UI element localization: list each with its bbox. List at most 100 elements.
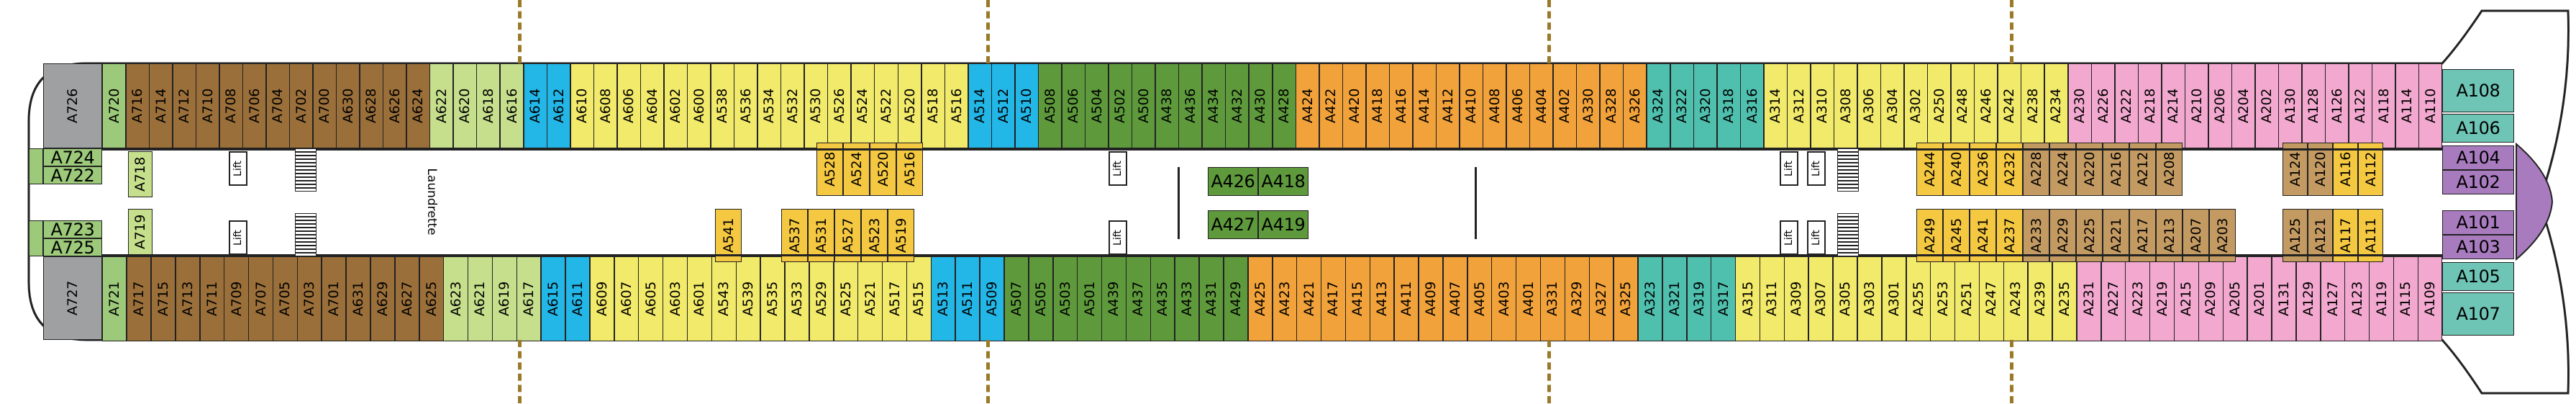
cabin-lower-a201[interactable]: A201 (2247, 256, 2272, 341)
cabin-upper-a504[interactable]: A504 (1085, 63, 1109, 148)
cabin-lower-a421[interactable]: A421 (1296, 256, 1321, 341)
cabin-upper-a622[interactable]: A622 (429, 63, 454, 148)
cabin-lower-a119[interactable]: A119 (2369, 256, 2394, 341)
cabin-a237[interactable]: A237 (1996, 209, 2023, 262)
cabin-upper-a234[interactable]: A234 (2044, 63, 2068, 148)
cabin-upper-a534[interactable]: A534 (757, 63, 781, 148)
cabin-lower-a205[interactable]: A205 (2223, 256, 2248, 341)
lift-8[interactable]: Lift (1807, 220, 1826, 255)
cabin-lower-a717[interactable]: A717 (126, 256, 152, 341)
cabin-lower-a209[interactable]: A209 (2198, 256, 2224, 341)
cabin-upper-a250[interactable]: A250 (1927, 63, 1952, 148)
cabin-upper-a238[interactable]: A238 (2021, 63, 2045, 148)
cabin-a120[interactable]: A120 (2308, 143, 2333, 196)
cabin-upper-a432[interactable]: A432 (1225, 63, 1250, 148)
cabin-upper-a514[interactable]: A514 (968, 63, 992, 148)
cabin-a229[interactable]: A229 (2049, 209, 2076, 262)
cabin-a212[interactable]: A212 (2129, 143, 2156, 196)
cabin-upper-a204[interactable]: A204 (2231, 63, 2256, 148)
cabin-upper-a248[interactable]: A248 (1950, 63, 1975, 148)
cabin-upper-a510[interactable]: A510 (1014, 63, 1039, 148)
cabin-lower-a219[interactable]: A219 (2149, 256, 2175, 341)
cabin-upper-a506[interactable]: A506 (1061, 63, 1086, 148)
cabin-lower-a433[interactable]: A433 (1174, 256, 1200, 341)
cabin-a724[interactable]: A724 (43, 148, 102, 166)
cabin-a107[interactable]: A107 (2442, 292, 2514, 336)
cabin-lower-a315[interactable]: A315 (1735, 256, 1760, 341)
cabin-a121[interactable]: A121 (2308, 209, 2333, 262)
cabin-lower-a429[interactable]: A429 (1223, 256, 1249, 341)
cabin-a221[interactable]: A221 (2103, 209, 2129, 262)
cabin-lower-a625[interactable]: A625 (419, 256, 444, 341)
cabin-upper-a606[interactable]: A606 (616, 63, 641, 148)
cabin-a426[interactable]: A426 (1208, 167, 1258, 196)
cabin-lower-a623[interactable]: A623 (443, 256, 468, 341)
cabin-lower-a515[interactable]: A515 (906, 256, 932, 341)
cabin-lower-a619[interactable]: A619 (492, 256, 517, 341)
cabin-upper-a310[interactable]: A310 (1810, 63, 1834, 148)
cabin-upper-a230[interactable]: A230 (2067, 63, 2092, 148)
cabin-lower-a231[interactable]: A231 (2076, 256, 2102, 341)
cabin-a727[interactable]: A727 (43, 256, 102, 340)
cabin-lower-a615[interactable]: A615 (540, 256, 566, 341)
cabin-upper-a524[interactable]: A524 (850, 63, 875, 148)
cabin-lower-a417[interactable]: A417 (1321, 256, 1346, 341)
cabin-upper-a314[interactable]: A314 (1763, 63, 1788, 148)
cabin-lower-a529[interactable]: A529 (809, 256, 834, 341)
cabin-lower-a715[interactable]: A715 (150, 256, 176, 341)
cabin-lower-a701[interactable]: A701 (321, 256, 347, 341)
cabin-a104[interactable]: A104 (2442, 145, 2514, 170)
cabin-lower-a631[interactable]: A631 (345, 256, 371, 341)
cabin-upper-a214[interactable]: A214 (2161, 63, 2185, 148)
cabin-upper-a518[interactable]: A518 (921, 63, 945, 148)
cabin-lower-a215[interactable]: A215 (2174, 256, 2199, 341)
cabin-lower-a235[interactable]: A235 (2052, 256, 2077, 341)
cabin-a125[interactable]: A125 (2283, 209, 2308, 262)
cabin-upper-a130[interactable]: A130 (2278, 63, 2303, 148)
lift-5[interactable]: Lift (1780, 151, 1798, 186)
cabin-a249[interactable]: A249 (1916, 209, 1943, 262)
cabin-upper-a530[interactable]: A530 (804, 63, 828, 148)
cabin-a106[interactable]: A106 (2442, 114, 2514, 143)
cabin-a520[interactable]: A520 (870, 143, 896, 196)
cabin-upper-a126[interactable]: A126 (2325, 63, 2349, 148)
cabin-lower-a507[interactable]: A507 (1003, 256, 1029, 341)
cabin-lower-a503[interactable]: A503 (1052, 256, 1078, 341)
cabin-lower-a513[interactable]: A513 (931, 256, 956, 341)
cabin-lower-a247[interactable]: A247 (1979, 256, 2004, 341)
cabin-lower-a617[interactable]: A617 (516, 256, 542, 341)
cabin-lower-a539[interactable]: A539 (736, 256, 761, 341)
cabin-a105[interactable]: A105 (2442, 262, 2514, 291)
cabin-upper-a628[interactable]: A628 (359, 63, 383, 148)
cabin-a244[interactable]: A244 (1916, 143, 1943, 196)
cabin-upper-a418[interactable]: A418 (1365, 63, 1390, 148)
cabin-a207[interactable]: A207 (2183, 209, 2209, 262)
cabin-lower-a707[interactable]: A707 (248, 256, 273, 341)
cabin-upper-a210[interactable]: A210 (2185, 63, 2209, 148)
cabin-lower-a303[interactable]: A303 (1857, 256, 1883, 341)
cabin-lower-a317[interactable]: A317 (1711, 256, 1736, 341)
cabin-upper-a322[interactable]: A322 (1670, 63, 1694, 148)
cabin-a117[interactable]: A117 (2333, 209, 2358, 262)
cabin-a725[interactable]: A725 (43, 238, 102, 256)
cabin-lower-a223[interactable]: A223 (2125, 256, 2150, 341)
cabin-lower-a435[interactable]: A435 (1150, 256, 1175, 341)
cabin-lower-a437[interactable]: A437 (1126, 256, 1151, 341)
cabin-lower-a601[interactable]: A601 (687, 256, 712, 341)
cabin-lower-a311[interactable]: A311 (1760, 256, 1785, 341)
cabin-lower-a425[interactable]: A425 (1247, 256, 1273, 341)
cabin-upper-a610[interactable]: A610 (570, 63, 594, 148)
cabin-upper-a304[interactable]: A304 (1880, 63, 1905, 148)
cabin-lower-a403[interactable]: A403 (1491, 256, 1516, 341)
cabin-lower-a411[interactable]: A411 (1393, 256, 1419, 341)
cabin-a541[interactable]: A541 (715, 209, 742, 262)
cabin-lower-a243[interactable]: A243 (2003, 256, 2029, 341)
cabin-upper-a532[interactable]: A532 (780, 63, 805, 148)
cabin-a718[interactable]: A718 (128, 151, 153, 197)
cabin-upper-a616[interactable]: A616 (500, 63, 524, 148)
cabin-lower-a123[interactable]: A123 (2344, 256, 2370, 341)
cabin-lower-a409[interactable]: A409 (1418, 256, 1444, 341)
cabin-upper-a614[interactable]: A614 (523, 63, 547, 148)
cabin-lower-a255[interactable]: A255 (1906, 256, 1931, 341)
cabin-a523[interactable]: A523 (861, 209, 888, 262)
